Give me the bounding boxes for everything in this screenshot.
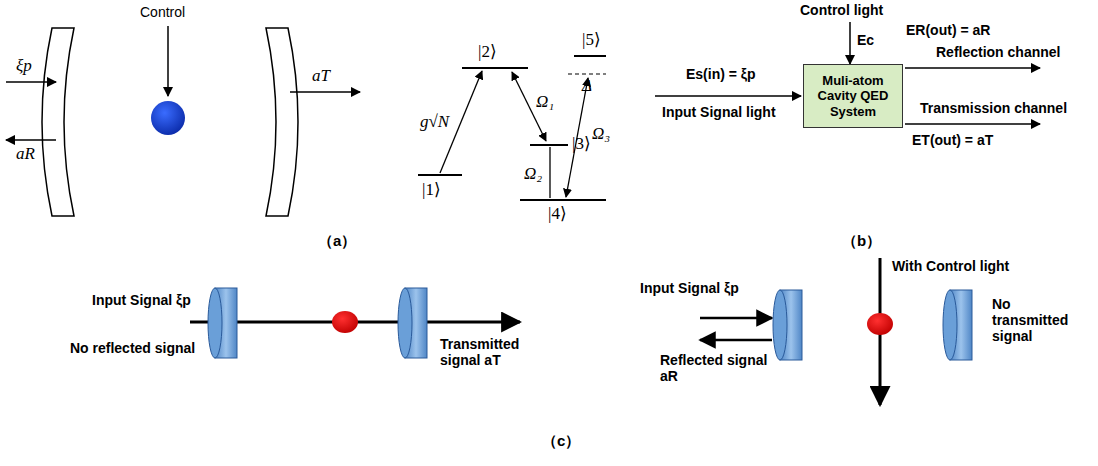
level-name: |3⟩ (572, 134, 591, 154)
control-label: With Control light (892, 258, 1009, 274)
process-box: Muli-atom Cavity QED System (803, 64, 903, 128)
coupling-name: g√N (420, 112, 449, 132)
mirror (773, 290, 802, 360)
panel-label: （c） (542, 432, 580, 449)
coupling-name: Ω₁ (536, 92, 554, 112)
level-name: |4⟩ (548, 204, 567, 224)
note-label: No transmitted signal (992, 296, 1088, 344)
channel-label: Reflection channel (936, 44, 1060, 60)
panel-label: （a） (318, 232, 356, 249)
channel-label: Transmission channel (920, 100, 1067, 116)
signal-name: aR (16, 144, 35, 164)
detuning-name: Δ (582, 76, 592, 96)
cavity (42, 28, 298, 216)
mirror (208, 288, 237, 358)
mirror (398, 288, 427, 358)
box-label: Muli-atom Cavity QED System (808, 73, 898, 120)
mirror (42, 28, 74, 216)
panel-label: （b） (842, 232, 881, 249)
coupling-name: Ω₂ (524, 164, 542, 184)
mirror (943, 290, 972, 360)
signal-name: ER(out) = aR (906, 22, 990, 38)
atom (867, 313, 893, 335)
signal-name: ξp (16, 56, 32, 76)
signal-name: aT (312, 66, 330, 86)
energy-levels (418, 56, 606, 200)
box-text-group: Muli-atom Cavity QED System (808, 73, 898, 120)
atom (151, 101, 185, 135)
signal-label: Input Signal ξp (92, 292, 191, 308)
input-label: Input Signal light (662, 104, 776, 120)
scene-reflect (700, 258, 972, 405)
signal-label: Transmitted signal aT (440, 336, 535, 368)
level-name: |2⟩ (478, 42, 497, 62)
control-label: Control light (800, 2, 883, 18)
signal-name: ET(out) = aT (912, 132, 993, 148)
signal-name: Ec (857, 32, 874, 48)
atom (332, 311, 358, 333)
coupling-name: Ω₃ (592, 124, 610, 144)
mirror (266, 28, 298, 216)
transitions (440, 71, 588, 198)
beams (6, 26, 360, 140)
level-name: |5⟩ (582, 30, 601, 50)
signal-label: Reflected signal aR (660, 352, 770, 384)
control-label: Control (140, 4, 185, 20)
signal-label: Input Signal ξp (640, 280, 739, 296)
signal-name: Es(in) = ξp (686, 66, 756, 82)
note-label: No reflected signal (70, 340, 195, 356)
level-name: |1⟩ (422, 180, 441, 200)
